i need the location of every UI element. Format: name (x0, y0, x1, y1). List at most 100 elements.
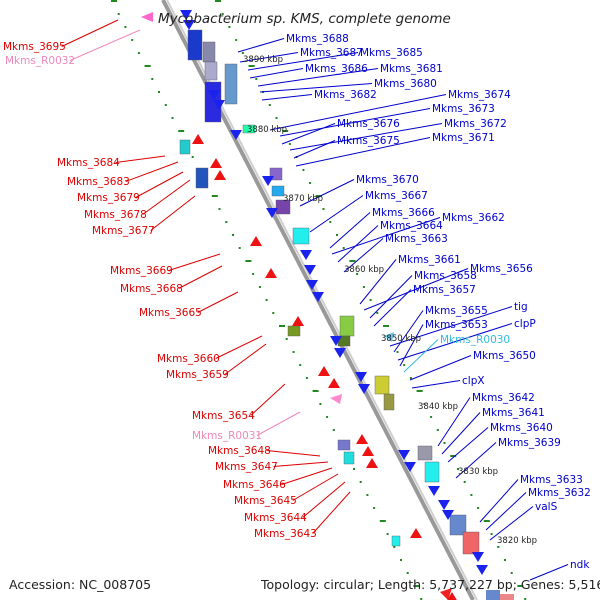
gene-label[interactable]: Mkms_3685 (360, 47, 423, 59)
gene-label[interactable]: Mkms_3678 (84, 209, 147, 221)
gene-arrow (306, 280, 318, 290)
tick-mark (137, 52, 140, 54)
gene-label[interactable]: Mkms_R0031 (192, 430, 262, 442)
gene-label[interactable]: Mkms_3658 (414, 270, 477, 282)
tick-mark (483, 520, 490, 522)
gene-label[interactable]: Mkms_3665 (139, 307, 202, 319)
gene-label[interactable]: Mkms_3669 (110, 265, 173, 277)
gene-label[interactable]: Mkms_3650 (473, 350, 536, 362)
gene-arrow (250, 236, 262, 246)
kbp-tick-label: 3820 kbp (497, 536, 537, 546)
gene-label[interactable]: Mkms_3633 (520, 474, 583, 486)
gene-label[interactable]: Mkms_3662 (442, 212, 505, 224)
tick-mark (383, 325, 389, 327)
gene-label[interactable]: Mkms_3674 (448, 89, 511, 101)
gene-arrow (292, 316, 304, 326)
gene-label[interactable]: Mkms_3673 (432, 103, 495, 115)
gene-arrow (362, 446, 374, 456)
gene-label[interactable]: Mkms_3666 (372, 207, 435, 219)
tick-mark (299, 364, 302, 366)
label-leader-line (343, 238, 384, 273)
gene-label[interactable]: Mkms_3670 (356, 174, 419, 186)
gene-label[interactable]: Mkms_3682 (314, 89, 377, 101)
tick-mark (326, 416, 329, 418)
gene-label[interactable]: valS (535, 501, 558, 513)
gene-label[interactable]: Mkms_3668 (120, 283, 183, 295)
gene-label[interactable]: tig (514, 301, 528, 313)
gene-labels: Mkms_3695Mkms_R0032Mkms_3684Mkms_3683Mkm… (3, 33, 591, 571)
gene-label[interactable]: clpX (462, 375, 485, 387)
label-leader-line (135, 171, 184, 198)
gene-label[interactable]: Mkms_3661 (398, 254, 461, 266)
gene-label[interactable]: Mkms_3653 (425, 319, 488, 331)
gene-arrow (230, 130, 242, 140)
label-leader-line (256, 411, 301, 436)
gene-label[interactable]: Mkms_3647 (215, 461, 278, 473)
label-leader-line (292, 473, 339, 501)
gene-label[interactable]: Mkms_3683 (67, 176, 130, 188)
gene-label[interactable]: Mkms_3641 (482, 407, 545, 419)
tick-mark (497, 546, 500, 548)
gene-label[interactable]: Mkms_R0032 (5, 55, 75, 67)
gene-label[interactable]: Mkms_3660 (157, 353, 220, 365)
gene-label[interactable]: ndk (570, 559, 590, 571)
label-leader-line (489, 506, 534, 541)
tick-mark (342, 247, 345, 249)
gene-label[interactable]: clpP (514, 318, 536, 330)
gene-label[interactable]: Mkms_3672 (444, 118, 507, 130)
gene-label[interactable]: Mkms_3679 (77, 192, 140, 204)
gene-label[interactable]: Mkms_3695 (3, 41, 66, 53)
gene-label[interactable]: Mkms_3644 (244, 512, 307, 524)
gene-arrow (266, 208, 278, 218)
gene-label[interactable]: Mkms_3664 (380, 220, 443, 232)
gene-label[interactable]: Mkms_3667 (365, 190, 428, 202)
gene-label[interactable]: Mkms_3648 (208, 445, 271, 457)
tick-mark (245, 260, 252, 262)
gene-label[interactable]: Mkms_3654 (192, 410, 255, 422)
gene-label[interactable]: Mkms_3642 (472, 392, 535, 404)
gene-label[interactable]: Mkms_3657 (413, 284, 476, 296)
kbp-tick-label: 3840 kbp (418, 402, 458, 412)
label-leader-line (389, 306, 513, 347)
gene-label[interactable]: Mkms_3632 (528, 487, 591, 499)
tick-mark (510, 572, 513, 574)
tick-mark (443, 442, 446, 444)
gene-label[interactable]: Mkms_3645 (234, 495, 297, 507)
label-leader-line (69, 29, 141, 61)
tick-mark (305, 377, 308, 379)
gene-label[interactable]: Mkms_3643 (254, 528, 317, 540)
tick-mark (144, 65, 151, 67)
tick-mark (356, 273, 359, 275)
gene-label[interactable]: Mkms_3680 (374, 78, 437, 90)
label-leader-line (331, 217, 441, 255)
gene-label[interactable]: Mkms_3688 (286, 33, 349, 45)
gene-label[interactable]: Mkms_3659 (166, 369, 229, 381)
gene-label[interactable]: Mkms_3681 (380, 63, 443, 75)
tick-mark (255, 78, 258, 80)
kbp-tick-label: 3890 kbp (243, 55, 283, 65)
gene-label[interactable]: Mkms_3646 (223, 479, 286, 491)
gene-label[interactable]: Mkms_3656 (470, 263, 533, 275)
gene-label[interactable]: Mkms_3677 (92, 225, 155, 237)
gene-label[interactable]: Mkms_3676 (337, 118, 400, 130)
label-leader-line (261, 94, 313, 101)
tick-mark (373, 507, 376, 509)
tick-mark (268, 104, 271, 106)
tick-mark (369, 299, 372, 301)
gene-label[interactable]: Mkms_3675 (337, 135, 400, 147)
accession-text: Accession: NC_008705 (9, 577, 152, 592)
tick-mark (332, 429, 335, 431)
label-leader-line (150, 195, 196, 231)
rna-arrow (330, 394, 342, 404)
gene-label[interactable]: Mkms_3639 (498, 437, 561, 449)
gene-label[interactable]: Mkms_R0030 (440, 334, 510, 346)
gene-label[interactable]: Mkms_3640 (490, 422, 553, 434)
gene-label[interactable]: Mkms_3655 (425, 305, 488, 317)
tick-mark (315, 195, 322, 197)
tick-mark (302, 169, 305, 171)
gene-label[interactable]: Mkms_3687 (300, 47, 363, 59)
gene-label[interactable]: Mkms_3686 (305, 63, 368, 75)
gene-label[interactable]: Mkms_3684 (57, 157, 120, 169)
gene-label[interactable]: Mkms_3671 (432, 132, 495, 144)
gene-label[interactable]: Mkms_3663 (385, 233, 448, 245)
